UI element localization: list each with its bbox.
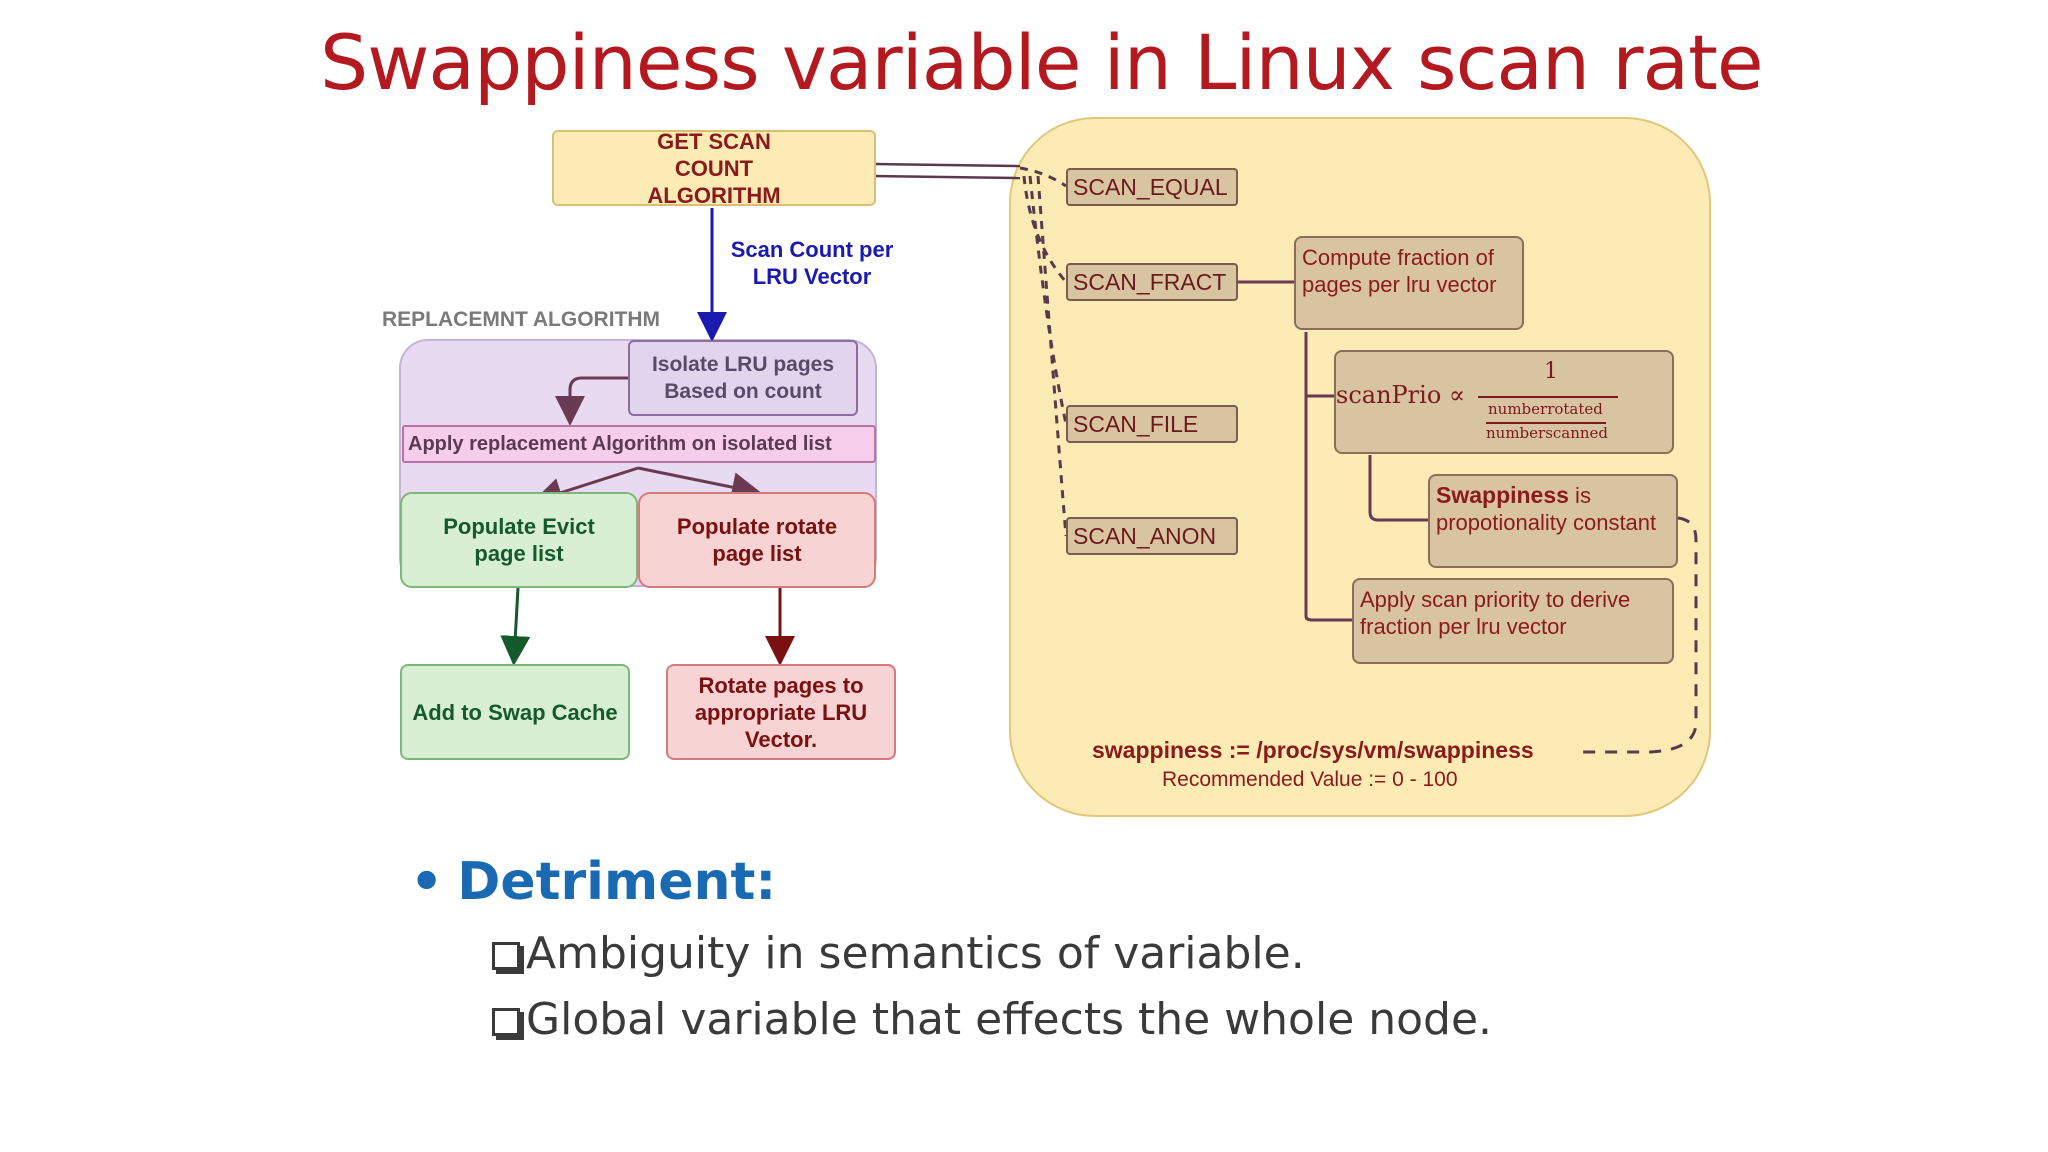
scan-file-box: SCAN_FILE [1066,405,1238,443]
get-scan-count-label: GET SCAN COUNT ALGORITHM [647,128,781,208]
populate-evict-box: Populate Evict page list [400,492,638,588]
apply-replacement-label: Apply replacement Algorithm on isolated … [408,432,832,455]
formula-numerator: 1 [1544,359,1558,384]
recommended-value: Recommended Value := 0 - 100 [1162,768,1458,791]
detriment-item: Global variable that effects the whole n… [492,994,1492,1045]
get-scan-count-box: GET SCAN COUNT ALGORITHM [552,128,876,208]
apply-scan-box: Apply scan priority to derive fraction p… [1352,578,1674,664]
formula-den-numerator: numberrotated [1488,400,1603,418]
scan-fract-box: SCAN_FRACT [1066,263,1238,301]
scan-anon-box: SCAN_ANON [1066,517,1238,555]
rotate-pages-label: Rotate pages to appropriate LRU Vector. [694,672,868,752]
scan-panel [1009,117,1711,817]
formula-inner-bar [1486,422,1606,424]
formula-box: scanPrio ∝ 1 numberrotated numberscanned [1334,350,1674,454]
swappiness-desc: is propotionality constant [1436,483,1657,535]
detriment-heading: •Detriment: [410,852,776,912]
detriment-heading-text: Detriment: [457,852,777,912]
populate-rotate-box: Populate rotate page list [638,492,876,588]
scan-equal-box: SCAN_EQUAL [1066,168,1238,206]
populate-rotate-label: Populate rotate page list [676,514,838,566]
swappiness-bold: Swappiness [1436,482,1569,508]
rotate-pages-box: Rotate pages to appropriate LRU Vector. [666,664,896,760]
swappiness-box: Swappiness is propotionality constant [1428,474,1678,568]
scan-count-label: Scan Count per LRU Vector [730,237,894,289]
replacement-algorithm-label: REPLACEMNT ALGORITHM [382,308,661,331]
swappiness-path: swappiness := /proc/sys/vm/swappiness [1092,737,1534,763]
detriment-item: Ambiguity in semantics of variable. [492,928,1305,979]
compute-fraction-box: Compute fraction of pages per lru vector [1294,236,1524,330]
bullet-dot: • [410,852,444,912]
detriment-item-text: Global variable that effects the whole n… [526,994,1493,1045]
detriment-item-text: Ambiguity in semantics of variable. [526,928,1305,979]
checkbox-icon [492,942,520,970]
formula-fraction-bar [1478,396,1618,398]
add-swap-cache-box: Add to Swap Cache [400,664,630,760]
checkbox-icon [492,1008,520,1036]
slide-title: Swappiness variable in Linux scan rate [320,18,1764,107]
add-swap-cache-label: Add to Swap Cache [412,699,618,725]
formula-den-denominator: numberscanned [1486,424,1609,442]
populate-evict-label: Populate Evict page list [443,514,595,566]
isolate-label: Isolate LRU pages Based on count [651,353,835,403]
formula-lhs: scanPrio ∝ [1336,381,1466,409]
isolate-box: Isolate LRU pages Based on count [628,340,858,416]
apply-replacement-box: Apply replacement Algorithm on isolated … [402,425,876,463]
